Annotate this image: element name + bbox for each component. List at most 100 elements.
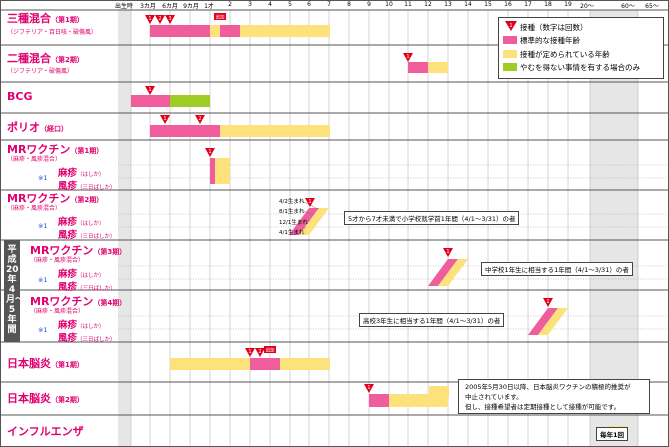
je2-marker-1-number: 1 (367, 385, 370, 391)
age-label: 14 (464, 1, 472, 8)
mr3-rubella: 風疹（三日ばしか） (58, 282, 116, 293)
legend-defined-label: 接種が定められている年齢 (520, 50, 610, 59)
flu-title: インフルエンザ (7, 425, 84, 438)
legend-standard-swatch (503, 36, 517, 44)
age-label: 3カ月 (140, 3, 156, 10)
age-label: 15 (484, 1, 492, 8)
mr2-rubella: 風疹（三日ばしか） (58, 230, 116, 241)
mr2-title: MRワクチン（第2期） (7, 192, 104, 205)
heisei-period-label: 平成20年4月〜5年間 (6, 245, 25, 335)
polio-marker-2-number: 2 (198, 116, 201, 122)
dpt1-marker-2-number: 2 (158, 16, 161, 22)
dt2-title: 二種混合（第2期） (7, 52, 84, 65)
mr3-title: MRワクチン（第3期） (30, 244, 127, 257)
age-label: 11 (404, 1, 412, 8)
age-label: 65〜 (645, 3, 659, 10)
mr1-defined-bar (215, 158, 230, 184)
mr4-title: MRワクチン（第4期） (30, 295, 127, 308)
dt2-marker-1 (403, 53, 413, 62)
mr4-rubella: 風疹（三日ばしか） (58, 333, 116, 344)
age-label: 60〜 (621, 3, 635, 10)
mr1-measles: 麻疹（はしか） (58, 168, 105, 179)
mr4-star: ※1 (38, 326, 48, 334)
dpt1-standard-bar (150, 25, 210, 37)
age-label: 6 (307, 1, 311, 8)
polio-title: ポリオ（経口） (7, 121, 68, 134)
je1-defined-bar-2 (280, 358, 330, 370)
dt2-standard-bar (408, 62, 428, 73)
mr2-birth-connector (299, 226, 307, 232)
dt2-marker-1-number: 1 (406, 54, 409, 60)
je2-title: 日本脳炎（第2期） (7, 392, 84, 405)
mr2-subtitle: （麻疹・風疹混合） (7, 205, 62, 212)
mr4-standard-slant (528, 308, 558, 335)
polio-standard-bar (150, 125, 220, 137)
dpt1-booster-bar (220, 25, 240, 37)
mr1-marker-1-number: 1 (208, 149, 211, 155)
age-label: 2 (228, 1, 232, 8)
age-label: 3 (248, 1, 252, 8)
legend-standard-label: 標準的な接種年齢 (520, 36, 580, 45)
je2-defined-bar-2 (389, 394, 448, 407)
age-label: 9 (367, 1, 371, 8)
legend-marker-icon: 1 (505, 21, 517, 31)
mr3-marker-1-number: 1 (446, 249, 449, 255)
mr4-marker-1 (543, 298, 553, 307)
legend-marker-label: 接種（数字は回数） (520, 23, 588, 32)
mr3-note: 中学校1年生に相当する1年間（4/1〜3/31）の者 (481, 262, 633, 276)
dt2-subtitle: （ジフテリア・破傷風） (7, 68, 74, 75)
bcg-standard-bar (131, 95, 170, 107)
mr4-marker-1-number: 1 (546, 299, 549, 305)
legend-special-swatch (503, 63, 517, 71)
mr4-note: 高校3年生に相当する1年間（4/1〜3/31）の者 (359, 313, 505, 327)
mr2-marker-1-number: 1 (308, 199, 311, 205)
age-label: 9カ月 (183, 3, 199, 10)
legend (498, 17, 664, 79)
je1-booster-tag (264, 346, 276, 353)
age-label: 16 (504, 1, 512, 8)
mr2-birth-4: 4/1生まれ (279, 230, 305, 236)
dpt1-booster-tag (214, 13, 226, 20)
bcg-marker-1 (145, 86, 155, 95)
mr3-marker-1 (443, 248, 453, 257)
dpt1-marker-3 (165, 15, 175, 24)
je1-marker-1-number: 1 (248, 349, 251, 355)
je1-title: 日本脳炎（第1期） (7, 357, 84, 370)
mr2-birth-2: 8/1生まれ (279, 209, 305, 215)
age-label: 4 (268, 1, 272, 8)
mr4-measles: 麻疹（はしか） (58, 320, 105, 331)
age-label: 7 (327, 1, 331, 8)
dpt1-booster-tag-label: 追加 (216, 14, 225, 21)
mr3-star: ※1 (38, 276, 48, 284)
age-label: 出生時 (114, 3, 134, 10)
mr2-defined-slant (299, 208, 329, 235)
birth-column-shade (118, 10, 131, 447)
dpt1-marker-2 (155, 15, 165, 24)
mr1-rubella: 風疹（三日ばしか） (58, 181, 116, 192)
age-label: 13 (444, 1, 452, 8)
polio-marker-1 (160, 115, 170, 124)
bcg-title: BCG (7, 90, 33, 103)
mr4-subtitle: （麻疹・風疹混合） (30, 308, 85, 315)
mr2-note: 5才から7才未満で小学校就学前1年間（4/1〜3/31）の者 (344, 211, 520, 225)
je2-note-line-1: 2005年5月30日以降、日本脳炎ワクチンの積極的推奨が (465, 383, 631, 391)
heisei-period-strip (4, 240, 20, 342)
je2-standard-bar (369, 394, 389, 407)
mr1-marker-1 (205, 148, 215, 157)
dpt1-marker-1 (145, 15, 155, 24)
je2-marker-1 (364, 384, 374, 393)
je2-note (458, 379, 650, 414)
mr2-measles: 麻疹（はしか） (58, 217, 105, 228)
age-label: 10 (385, 1, 393, 8)
polio-defined-bar (220, 125, 330, 137)
age-label: 17 (524, 1, 532, 8)
mr2-birth-3: 12/1生まれ (279, 220, 308, 226)
dpt1-subtitle: （ジフテリア・百日咳・破傷風） (7, 29, 98, 36)
legend-defined-swatch (503, 50, 517, 58)
je2-note-line-3: 但し、接種希望者は定期接種として接種が可能です。 (465, 403, 621, 411)
je1-defined-bar (170, 358, 250, 370)
dpt1-marker-1-number: 1 (148, 16, 151, 22)
flu-note: 毎年1回 (596, 427, 629, 441)
je1-booster-tag-label: 追加 (266, 347, 275, 354)
